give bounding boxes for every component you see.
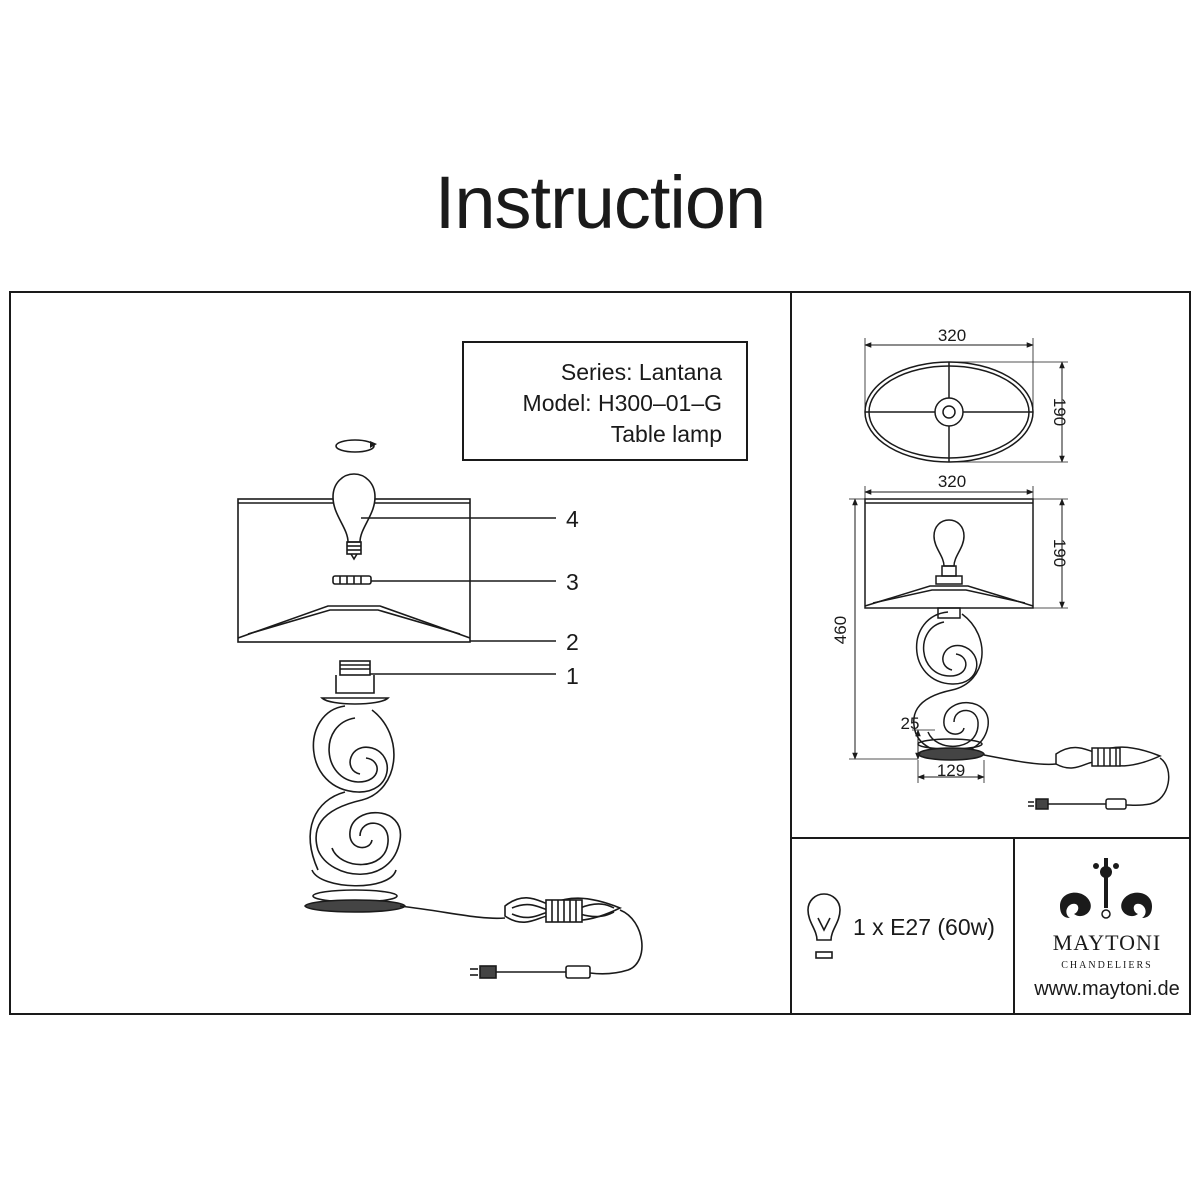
ring-part [332, 575, 372, 585]
dim-shade-height: 190 [1050, 539, 1069, 567]
page-title: Instruction [434, 161, 766, 244]
frame [9, 291, 1191, 1015]
maytoni-logo-icon [1060, 858, 1152, 919]
website-link[interactable]: www.maytoni.de [1034, 978, 1180, 1000]
callout-3: 3 [566, 569, 579, 595]
socket-holder-part [320, 660, 390, 705]
dim-top-depth: 190 [1050, 398, 1069, 426]
model-label: Model: H300–01–G [522, 390, 722, 416]
rotate-arrow-icon [335, 439, 377, 453]
dim-top-width: 320 [938, 326, 966, 345]
callout-labels: 4 3 2 1 [566, 506, 579, 689]
dim-base-height: 25 [901, 714, 920, 733]
lamp-body [304, 705, 406, 913]
callout-leaders [361, 517, 556, 675]
light-bulb-icon [807, 893, 841, 959]
bulb-spec: 1 x E27 (60w) [853, 914, 995, 940]
dim-base-width: 129 [937, 761, 965, 780]
callout-2: 2 [566, 629, 579, 655]
light-bulb-part [332, 473, 376, 561]
power-cord [399, 897, 643, 979]
callout-4: 4 [566, 506, 579, 532]
series-label: Series: Lantana [560, 359, 722, 385]
dim-total-height: 460 [831, 616, 850, 644]
side-view [849, 486, 1170, 810]
top-view [864, 338, 1068, 463]
product-info-box: Series: Lantana Model: H300–01–G Table l… [462, 341, 748, 461]
exploded-view [237, 439, 643, 979]
dimension-labels: 320 190 320 190 460 25 129 [831, 326, 1069, 780]
brand-name: MAYTONI [1052, 930, 1162, 955]
callout-1: 1 [566, 663, 579, 689]
brand-subtitle: CHANDELIERS [1061, 960, 1153, 971]
type-label: Table lamp [610, 421, 722, 447]
dim-side-width: 320 [938, 472, 966, 491]
